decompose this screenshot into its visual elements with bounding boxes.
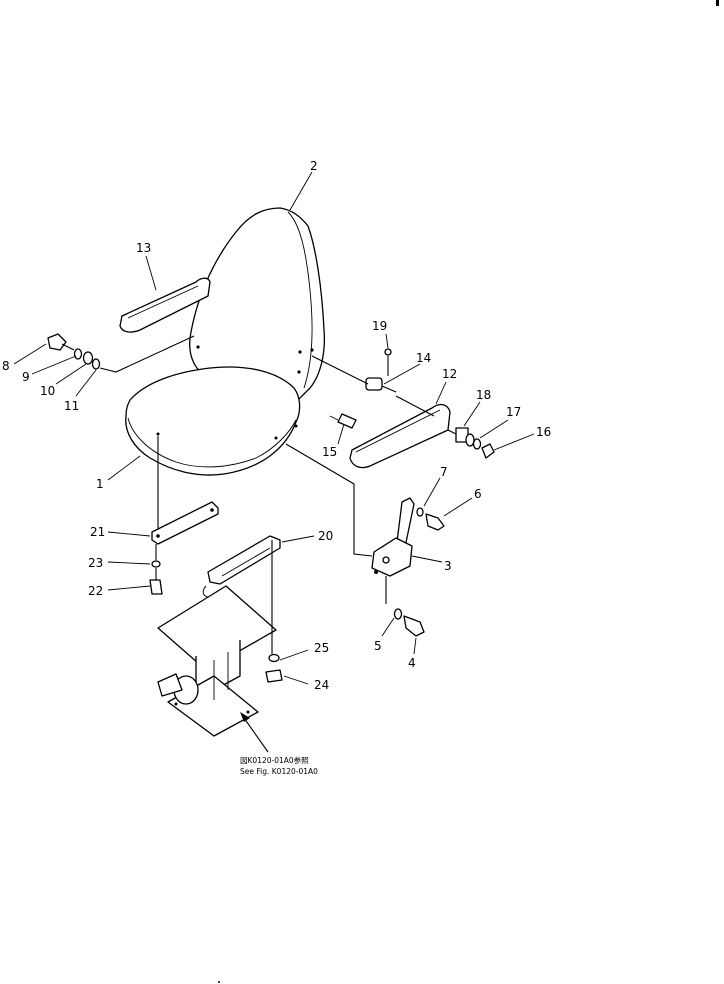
callout-4: 4 — [408, 656, 416, 670]
callout-19: 19 — [372, 319, 387, 333]
callout-24: 24 — [314, 678, 329, 692]
reference-arrow — [240, 712, 269, 753]
bolt-22 — [149, 560, 163, 595]
hinge-pin — [365, 348, 397, 393]
callout-21: 21 — [90, 525, 105, 539]
callout-23: 23 — [88, 556, 103, 570]
callout-3: 3 — [444, 559, 452, 573]
seat-cushion — [125, 366, 301, 476]
callout-20: 20 — [318, 529, 333, 543]
slide-rail — [202, 535, 281, 598]
callout-17: 17 — [506, 405, 521, 419]
assembly-lines — [99, 335, 457, 654]
nut-24 — [265, 653, 283, 683]
bolt-15 — [329, 413, 357, 429]
callout-labels: 1 2 3 4 5 6 7 8 9 10 11 12 13 14 15 16 1… — [2, 159, 551, 692]
callout-25: 25 — [314, 641, 329, 655]
callout-11: 11 — [64, 399, 79, 413]
bracket-21 — [151, 501, 219, 545]
callout-18: 18 — [476, 388, 491, 402]
callout-10: 10 — [40, 384, 55, 398]
callout-9: 9 — [22, 370, 30, 384]
suspension-base — [157, 585, 277, 737]
callout-16: 16 — [536, 425, 551, 439]
callout-12: 12 — [442, 367, 457, 381]
callout-7: 7 — [440, 465, 448, 479]
callout-13: 13 — [136, 241, 151, 255]
corner-mark — [716, 0, 719, 6]
reference-caption-jp: 図K0120-01A0参照 — [240, 755, 309, 765]
callout-2: 2 — [310, 159, 318, 173]
leader-lines — [13, 171, 535, 685]
callout-5: 5 — [374, 639, 382, 653]
callout-6: 6 — [474, 487, 482, 501]
bolt-washer-group-left — [47, 333, 101, 370]
callout-15: 15 — [322, 445, 337, 459]
reference-caption-en: See Fig. K0120-01A0 — [240, 767, 318, 776]
callout-22: 22 — [88, 584, 103, 598]
callout-14: 14 — [416, 351, 431, 365]
washer-nut-group-right — [455, 427, 495, 459]
callout-1: 1 — [96, 477, 104, 491]
callout-8: 8 — [2, 359, 10, 373]
left-armrest — [119, 277, 211, 333]
bolt-6 — [416, 507, 445, 531]
bolt-4 — [393, 608, 425, 637]
stray-dot — [218, 981, 220, 983]
right-armrest — [349, 403, 451, 469]
recline-lever — [371, 497, 415, 577]
